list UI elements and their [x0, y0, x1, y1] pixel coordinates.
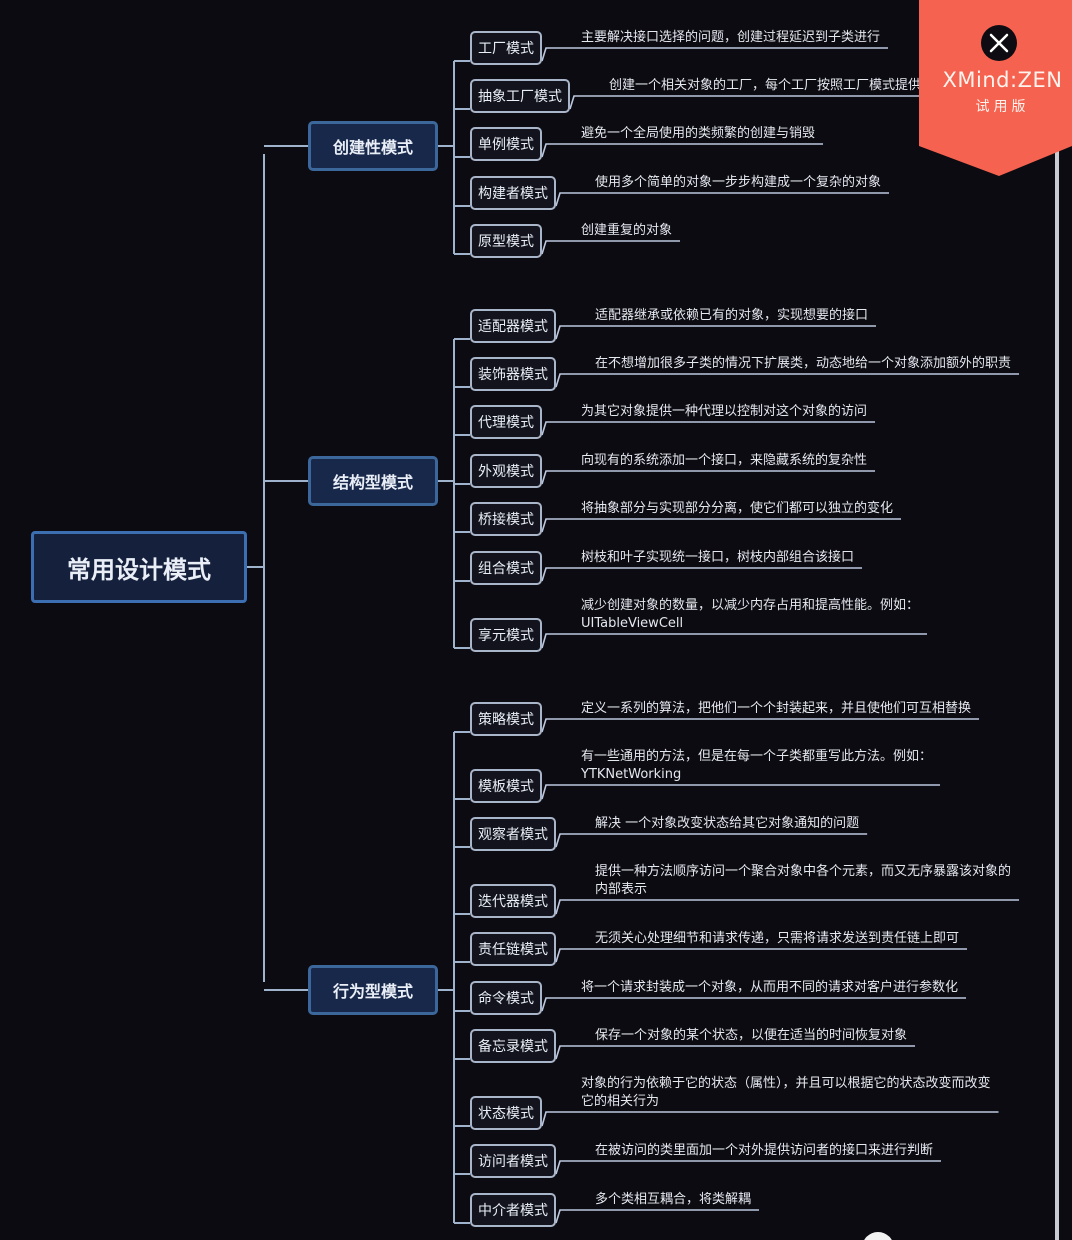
- leaf-adapter[interactable]: 适配器模式: [470, 309, 556, 343]
- desc-chain: 无须关心处理细节和请求传递，只需将请求发送到责任链上即可: [595, 931, 960, 946]
- leaf-proxy[interactable]: 代理模式: [470, 405, 542, 439]
- desc-underline-19: [541, 1111, 999, 1127]
- scroll-indicator[interactable]: [862, 1232, 894, 1240]
- desc-underline-16: [555, 948, 968, 963]
- leaf-factory[interactable]: 工厂模式: [470, 31, 542, 65]
- desc-underline-9: [541, 518, 902, 533]
- desc-underline-4: [541, 240, 681, 255]
- desc-flyweight-line2: UITableViewCell: [581, 616, 684, 631]
- branch-creational[interactable]: 创建性模式: [308, 121, 438, 171]
- desc-facade: 向现有的系统添加一个接口，来隐藏系统的复杂性: [581, 453, 868, 468]
- desc-underline-7: [541, 421, 876, 436]
- desc-underline-5: [555, 325, 877, 340]
- badge-app-name: XMind:ZEN: [942, 68, 1063, 92]
- desc-template-line2: YTKNetWorking: [581, 767, 682, 782]
- desc-state-line2: 它的相关行为: [581, 1094, 660, 1109]
- leaf-mediator[interactable]: 中介者模式: [470, 1193, 556, 1227]
- leaf-flyweight[interactable]: 享元模式: [470, 618, 542, 652]
- desc-observer: 解决 一个对象改变状态给其它对象通知的问题: [595, 816, 860, 831]
- leaf-bridge[interactable]: 桥接模式: [470, 502, 542, 536]
- desc-singleton: 避免一个全局使用的类频繁的创建与销毁: [581, 126, 816, 141]
- desc-adapter: 适配器继承或依赖已有的对象，实现想要的接口: [595, 308, 869, 323]
- desc-underline-6: [555, 373, 1020, 388]
- desc-command: 将一个请求封装成一个对象，从而用不同的请求对客户进行参数化: [581, 980, 959, 995]
- desc-mediator: 多个类相互耦合，将类解耦: [595, 1192, 752, 1207]
- close-icon[interactable]: [981, 25, 1017, 61]
- leaf-chain[interactable]: 责任链模式: [470, 932, 556, 966]
- desc-strategy: 定义一系列的算法，把他们一个个封装起来，并且使他们可互相替换: [581, 701, 972, 716]
- leaf-strategy[interactable]: 策略模式: [470, 702, 542, 736]
- leaf-observer[interactable]: 观察者模式: [470, 817, 556, 851]
- badge-shape: [919, 0, 1072, 176]
- leaf-memento[interactable]: 备忘录模式: [470, 1029, 556, 1063]
- leaf-command[interactable]: 命令模式: [470, 981, 542, 1015]
- desc-iterator: 提供一种方法顺序访问一个聚合对象中各个元素，而又无序暴露该对象的: [595, 864, 1012, 879]
- desc-underline-1: [569, 95, 956, 110]
- leaf-facade[interactable]: 外观模式: [470, 454, 542, 488]
- desc-decorator: 在不想增加很多子类的情况下扩展类，动态地给一个对象添加额外的职责: [595, 356, 1012, 371]
- leaf-singleton[interactable]: 单例模式: [470, 127, 542, 161]
- desc-underline-18: [555, 1045, 916, 1060]
- leaf-prototype[interactable]: 原型模式: [470, 224, 542, 258]
- desc-underline-3: [555, 192, 890, 207]
- desc-underline-17: [541, 997, 967, 1012]
- desc-bridge: 将抽象部分与实现部分分离，使它们都可以独立的变化: [581, 501, 894, 516]
- desc-visitor: 在被访问的类里面加一个对外提供访问者的接口来进行判断: [595, 1143, 934, 1158]
- desc-underline-12: [541, 718, 980, 733]
- root-topic[interactable]: 常用设计模式: [31, 531, 247, 603]
- desc-factory: 主要解决接口选择的问题，创建过程延迟到子类进行: [581, 30, 881, 45]
- leaf-template[interactable]: 模板模式: [470, 769, 542, 803]
- trial-badge: [919, 0, 1072, 176]
- leaf-builder[interactable]: 构建者模式: [470, 176, 556, 210]
- branch-structural[interactable]: 结构型模式: [308, 456, 438, 506]
- leaf-composite[interactable]: 组合模式: [470, 551, 542, 585]
- desc-builder: 使用多个简单的对象一步步构建成一个复杂的对象: [595, 175, 882, 190]
- leaf-iterator[interactable]: 迭代器模式: [470, 884, 556, 918]
- desc-underline-8: [541, 470, 876, 485]
- leaf-abstract-factory[interactable]: 抽象工厂模式: [470, 79, 570, 113]
- desc-underline-2: [541, 143, 824, 158]
- desc-underline-20: [555, 1160, 942, 1175]
- branch-behavioral[interactable]: 行为型模式: [308, 965, 438, 1015]
- desc-abstract-factory: 创建一个相关对象的工厂，每个工厂按照工厂模式提供对象: [609, 78, 948, 93]
- leaf-decorator[interactable]: 装饰器模式: [470, 357, 556, 391]
- desc-underline-21: [555, 1209, 760, 1224]
- desc-template: 有一些通用的方法，但是在每一个子类都重写此方法。例如：: [581, 749, 933, 764]
- desc-proxy: 为其它对象提供一种代理以控制对这个对象的访问: [581, 404, 868, 419]
- desc-underline-11: [541, 633, 928, 649]
- desc-iterator-line2: 内部表示: [595, 882, 648, 897]
- desc-underline-14: [555, 833, 868, 848]
- right-edge-bar: [1055, 0, 1059, 1240]
- desc-underline-0: [541, 47, 889, 62]
- leaf-visitor[interactable]: 访问者模式: [470, 1144, 556, 1178]
- desc-underline-10: [541, 567, 863, 582]
- desc-state: 对象的行为依赖于它的状态（属性），并且可以根据它的状态改变而改变: [581, 1076, 991, 1091]
- desc-underline-13: [541, 784, 941, 800]
- desc-composite: 树枝和叶子实现统一接口，树枝内部组合该接口: [581, 550, 855, 565]
- desc-prototype: 创建重复的对象: [581, 223, 673, 238]
- badge-trial-label: 试用版: [975, 99, 1030, 115]
- leaf-state[interactable]: 状态模式: [470, 1096, 542, 1130]
- desc-underline-15: [555, 899, 1020, 915]
- desc-flyweight: 减少创建对象的数量，以减少内存占用和提高性能。例如：: [581, 598, 920, 613]
- desc-memento: 保存一个对象的某个状态，以便在适当的时间恢复对象: [595, 1028, 908, 1043]
